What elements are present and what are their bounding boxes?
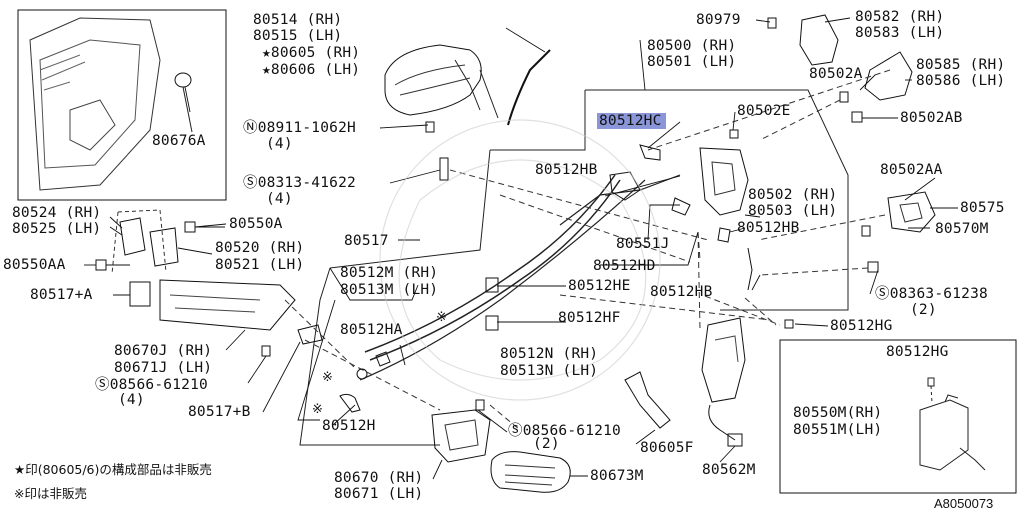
- leader-lines: [84, 17, 958, 480]
- label-80551J: 80551J: [616, 236, 670, 252]
- door-latch: [609, 144, 753, 291]
- label-80512HG-1: 80512HG: [830, 318, 893, 334]
- label-08363: Ⓢ08363-61238: [875, 286, 988, 302]
- label-80502A: 80502A: [809, 66, 863, 82]
- label-80550AA: 80550AA: [3, 257, 66, 273]
- label-08566-a-qty: (4): [118, 392, 145, 408]
- label-80513N: 80513N (LH): [500, 363, 599, 379]
- label-80512N: 80512N (RH): [500, 346, 599, 362]
- label-80512HB-3: 80512HB: [650, 284, 713, 300]
- label-80670J: 80670J (RH): [114, 343, 213, 359]
- label-80502: 80502 (RH): [748, 187, 838, 203]
- label-08313: Ⓢ08313-41622: [243, 175, 356, 191]
- label-80551M: 80551M(LH): [793, 422, 883, 438]
- label-80585: 80585 (RH): [916, 57, 1006, 73]
- label-80512HC-text[interactable]: 80512HC: [597, 113, 666, 129]
- outside-handle: [384, 44, 551, 126]
- label-80512HB-1: 80512HB: [535, 162, 598, 178]
- label-80550M: 80550M(RH): [793, 405, 883, 421]
- label-80502AB: 80502AB: [900, 110, 963, 126]
- diagram-reference-code: A8050073: [934, 496, 994, 510]
- label-80517A: 80517+A: [30, 287, 93, 303]
- label-08566-a: Ⓢ08566-61210: [95, 377, 208, 393]
- label-80550A: 80550A: [229, 216, 283, 232]
- label-80500: 80500 (RH): [647, 38, 737, 54]
- label-80521: 80521 (LH): [215, 257, 305, 273]
- label-80517: 80517: [344, 233, 389, 249]
- label-80502E: 80502E: [737, 103, 791, 119]
- label-80520: 80520 (RH): [215, 240, 305, 256]
- label-80512HF: 80512HF: [558, 310, 621, 326]
- label-80513M: 80513M (LH): [340, 282, 439, 298]
- label-80524: 80524 (RH): [12, 205, 102, 221]
- label-80501: 80501 (LH): [647, 54, 737, 70]
- lock-actuator: [701, 317, 746, 447]
- label-80979: 80979: [696, 12, 741, 28]
- rod-80605F: [624, 371, 671, 429]
- label-80671J: 80671J (LH): [114, 360, 213, 376]
- label-08363-qty: (2): [910, 302, 937, 318]
- label-80673M: 80673M: [590, 468, 644, 484]
- label-08911: Ⓝ08911-1062H: [243, 120, 356, 136]
- label-80570M: 80570M: [935, 221, 989, 237]
- label-80512M: 80512M (RH): [340, 265, 439, 281]
- label-80676A: 80676A: [152, 133, 206, 149]
- label-80512HC-highlighted[interactable]: 80512HC: [597, 113, 666, 129]
- label-80512HA: 80512HA: [340, 322, 403, 338]
- label-80582: 80582 (RH): [855, 9, 945, 25]
- label-80671: 80671 (LH): [334, 486, 424, 502]
- label-08313-qty: (4): [266, 191, 293, 207]
- label-80502AA: 80502AA: [880, 162, 943, 178]
- hinge-parts: [111, 209, 323, 345]
- cables: [359, 174, 681, 381]
- label-80512HE: 80512HE: [568, 278, 631, 294]
- door-check-parts: [799, 14, 936, 233]
- label-80514: 80514 (RH): [253, 12, 343, 28]
- label-80515: 80515 (LH): [253, 28, 343, 44]
- kome-mark-3: ※: [312, 402, 324, 417]
- label-80512HB-2: 80512HB: [737, 220, 800, 236]
- label-80605F: 80605F: [640, 440, 694, 456]
- label-80512HG-2: 80512HG: [886, 344, 949, 360]
- watermark: [379, 119, 661, 401]
- inset-door-panel: [17, 9, 227, 201]
- bolts: [95, 17, 879, 411]
- inside-handle: [431, 409, 571, 493]
- kome-mark-1: ※: [436, 310, 448, 325]
- label-80670: 80670 (RH): [334, 470, 424, 486]
- label-80503: 80503 (LH): [748, 203, 838, 219]
- inset-motor: [779, 339, 1017, 494]
- label-80606: ★80606 (LH): [262, 62, 361, 78]
- label-80562M: 80562M: [702, 462, 756, 478]
- label-80605: ★80605 (RH): [262, 45, 361, 61]
- label-80525: 80525 (LH): [12, 221, 102, 237]
- label-80575: 80575: [960, 200, 1005, 216]
- label-08566-b: Ⓢ08566-61210: [508, 423, 621, 439]
- kome-mark-2: ※: [322, 370, 334, 385]
- note-kome: ※印は非販売: [14, 486, 87, 501]
- label-80583: 80583 (LH): [855, 25, 945, 41]
- label-80512HD: 80512HD: [593, 258, 656, 274]
- label-08566-b-qty: (2): [533, 436, 560, 452]
- leader-dashes: [284, 69, 891, 431]
- label-80586: 80586 (LH): [916, 73, 1006, 89]
- label-08911-qty: (4): [266, 136, 293, 152]
- clips: [339, 277, 499, 413]
- note-star: ★印(80605/6)の構成部品は非販売: [14, 462, 212, 477]
- label-80517B: 80517+B: [188, 404, 251, 420]
- label-80512H: 80512H: [322, 418, 376, 434]
